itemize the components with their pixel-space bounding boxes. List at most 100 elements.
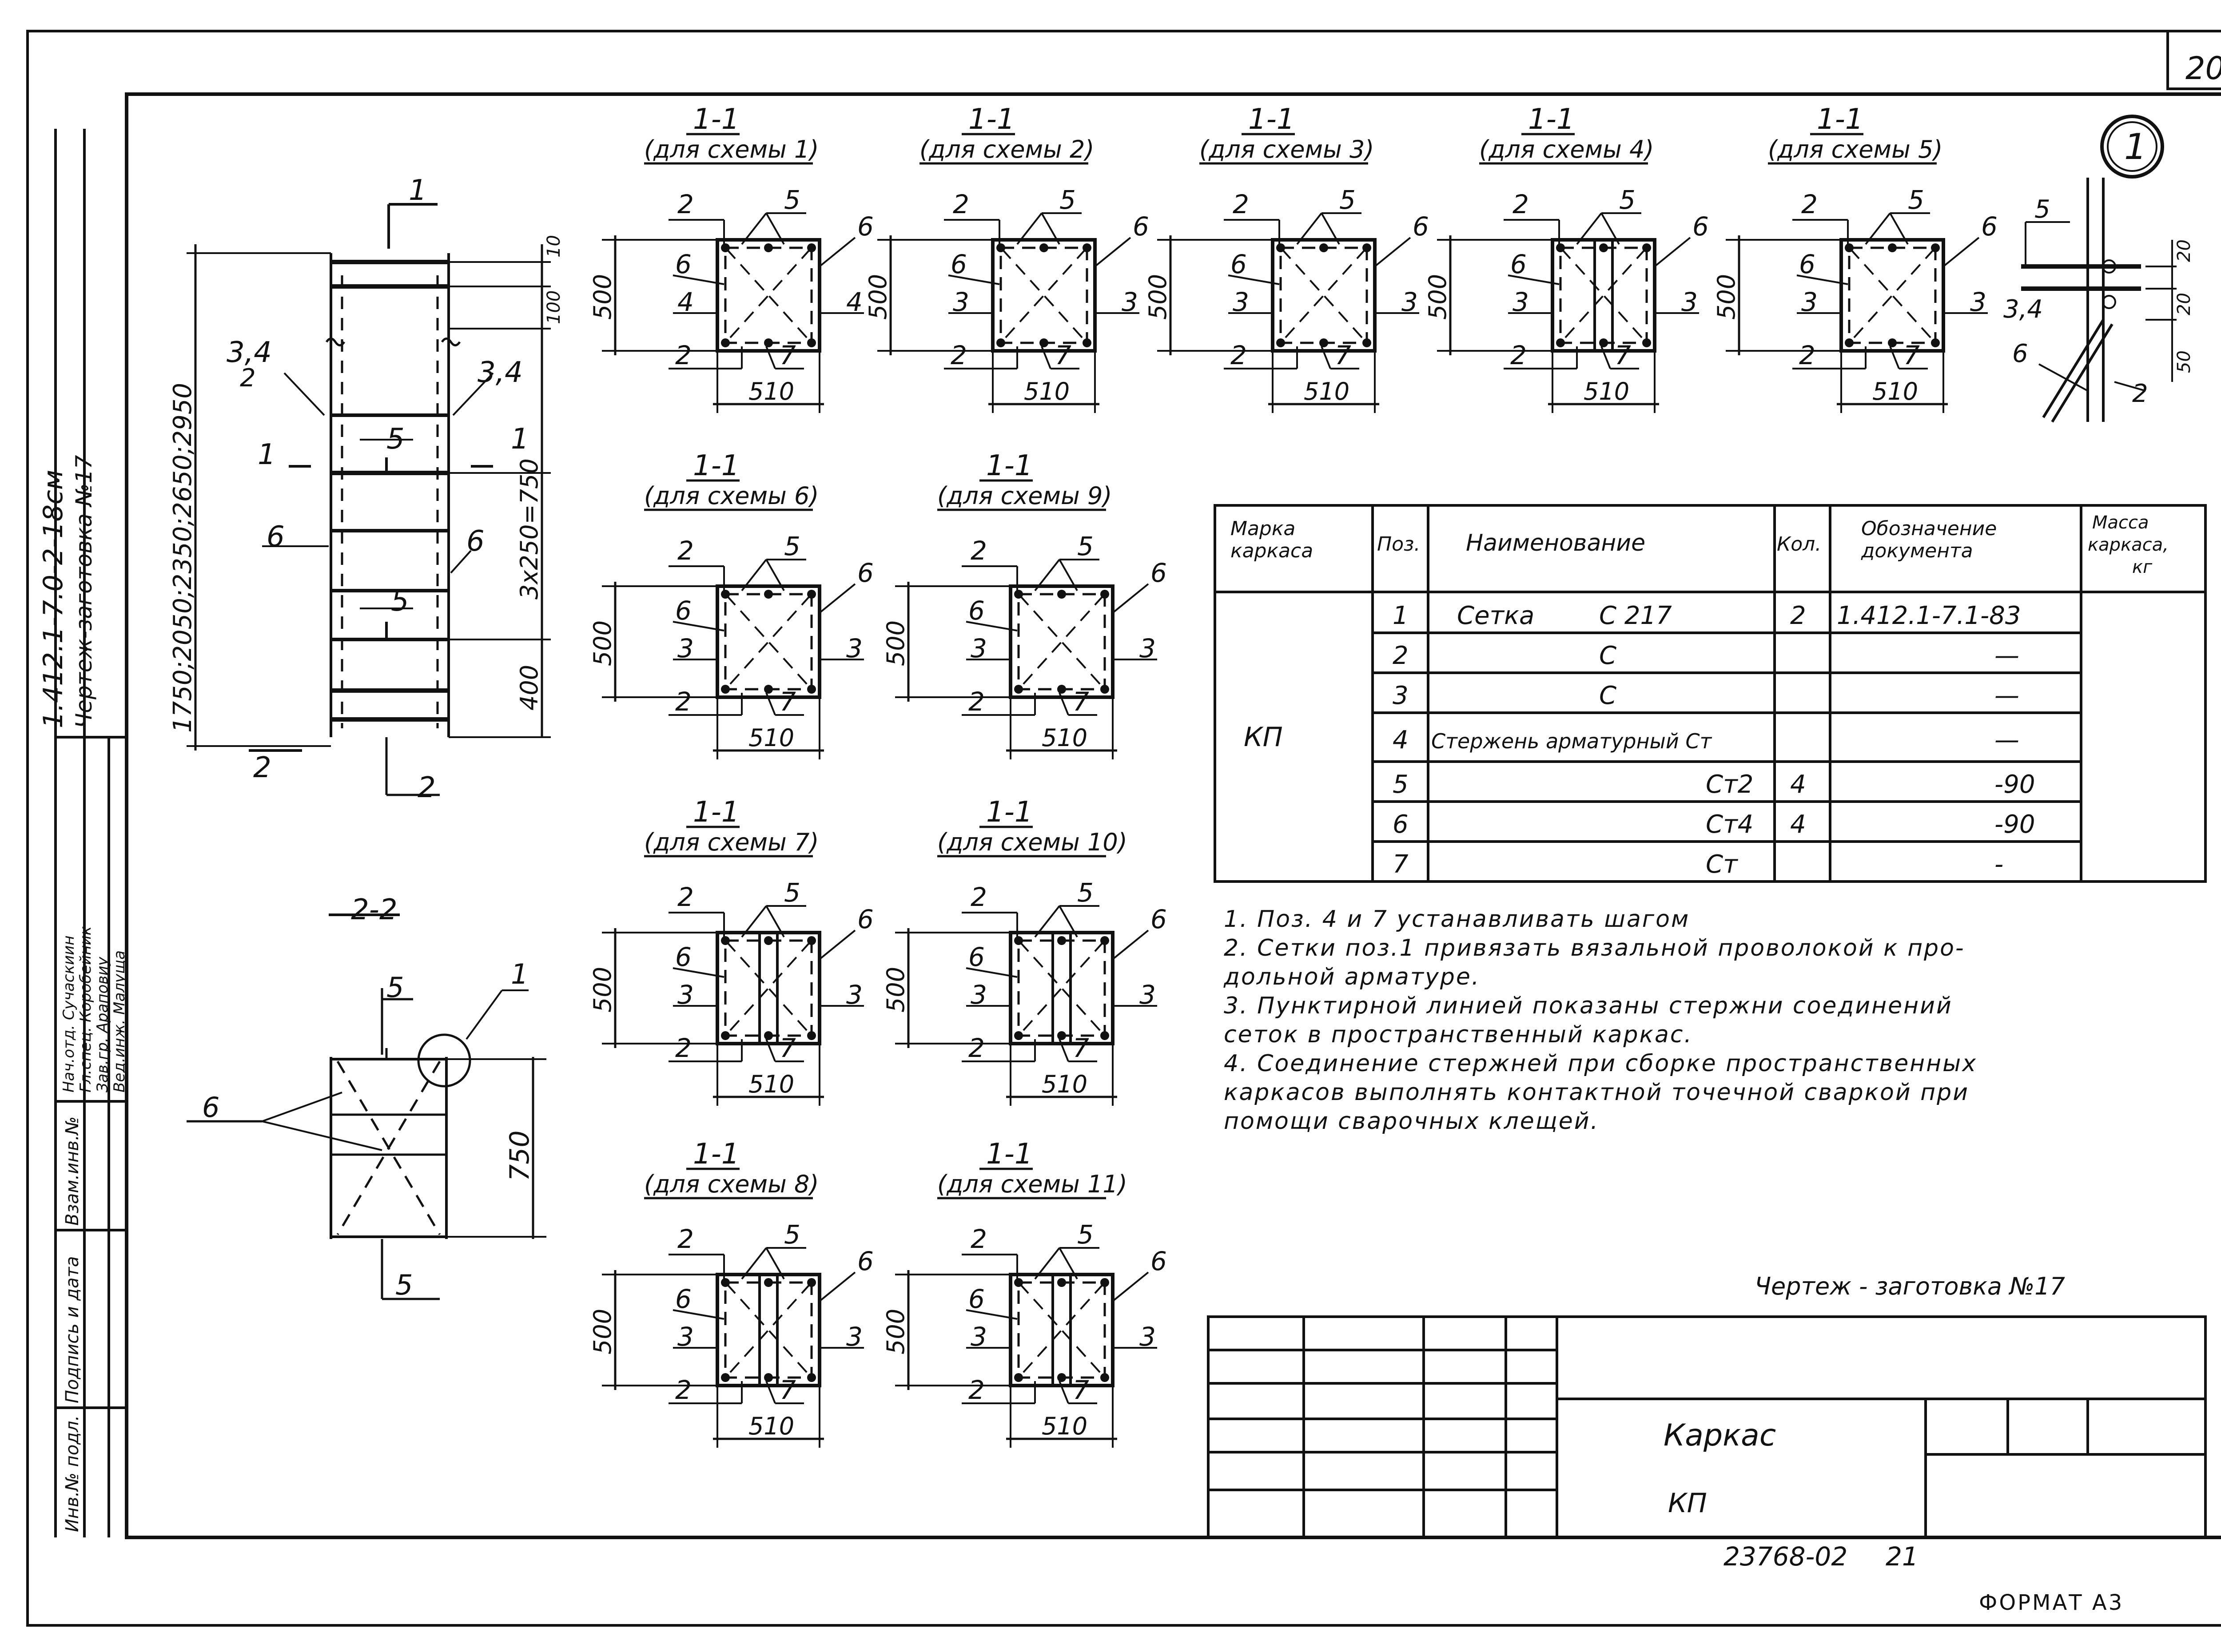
section-dim-width: 510 bbox=[1042, 1412, 1087, 1440]
section-label-right-mid: 3 bbox=[1139, 1322, 1156, 1352]
detail-marker-label: 1 bbox=[2124, 126, 2147, 167]
section-dim-width: 510 bbox=[1872, 377, 1918, 405]
section-dim-height: 500 bbox=[1712, 274, 1740, 320]
section-label-6-right: 6 bbox=[857, 558, 874, 588]
title-mark: КП bbox=[1668, 1488, 1707, 1519]
stamp-row: Гл.спец. Коробейник bbox=[77, 926, 95, 1092]
section-leader bbox=[1321, 346, 1331, 369]
section-label-5: 5 bbox=[1908, 185, 1924, 215]
stamp-inv-label: Подпись и дата bbox=[62, 1256, 83, 1403]
section-rebar-dot bbox=[721, 1278, 730, 1287]
section-label-2-top: 2 bbox=[1801, 189, 1818, 219]
section-leader bbox=[1889, 346, 1900, 369]
detail-label-2: 2 bbox=[2132, 379, 2148, 408]
section-leader bbox=[1112, 583, 1149, 614]
section-title: 1-1 bbox=[1528, 103, 1575, 136]
section-leader bbox=[765, 213, 785, 245]
section-leader bbox=[1059, 559, 1078, 591]
section-rebar-dot bbox=[1888, 243, 1897, 252]
section-label-5: 5 bbox=[784, 531, 800, 561]
section-label-2-bottom: 2 bbox=[968, 687, 985, 717]
section-title: 1-1 bbox=[1248, 103, 1295, 136]
section-leader bbox=[948, 274, 1000, 285]
spec-row-doc: -90 bbox=[1994, 770, 2035, 799]
section-label-2-bottom: 2 bbox=[968, 1375, 985, 1405]
section-leader bbox=[765, 692, 776, 715]
section-title: 1-1 bbox=[968, 103, 1015, 136]
drawing-code-side: 1.412.1-7.0-2-18см bbox=[38, 469, 69, 728]
section-label-7: 7 bbox=[1073, 687, 1089, 717]
stamp-row: Вед.инж. Малуща bbox=[111, 950, 128, 1092]
section-rebar-dot bbox=[1362, 243, 1371, 252]
section-rebar-dot bbox=[996, 338, 1005, 347]
elev-dim-top2: 100 bbox=[544, 290, 564, 324]
detail-dim-2: 20 bbox=[2174, 293, 2194, 315]
section-title: 1-1 bbox=[986, 449, 1033, 482]
section-label-right-mid: 3 bbox=[1401, 287, 1418, 317]
spec-row-pos: 2 bbox=[1393, 641, 1409, 670]
section-leader bbox=[1865, 212, 1891, 245]
section-subtitle: (для схемы 3) bbox=[1199, 135, 1374, 163]
section-rebar-dot bbox=[807, 936, 816, 945]
section-leader bbox=[765, 905, 785, 937]
spec-row-pos: 4 bbox=[1393, 726, 1409, 755]
section-label-6-right: 6 bbox=[1981, 211, 1998, 242]
spec-row-doc: - bbox=[1994, 850, 2003, 879]
section-rebar-dot bbox=[721, 1373, 730, 1382]
spec-header-doc-2: документа bbox=[1861, 540, 1973, 562]
spec-row-qty: 4 bbox=[1790, 810, 1806, 839]
section-2-2 bbox=[187, 913, 546, 1300]
detail-marker bbox=[2100, 115, 2164, 179]
section-label-5: 5 bbox=[1077, 1219, 1094, 1250]
section-rebar-dot bbox=[1100, 590, 1109, 599]
section-leader bbox=[673, 967, 724, 978]
section-rebar-dot bbox=[1014, 1278, 1023, 1287]
spec-header-mass-2: каркаса, bbox=[2088, 535, 2169, 555]
section-label-5: 5 bbox=[784, 1219, 800, 1250]
section-rebar-dot bbox=[721, 936, 730, 945]
section-leader bbox=[1321, 213, 1340, 245]
spec-row-doc: — bbox=[1994, 726, 2019, 755]
section-label-6-right: 6 bbox=[1150, 1246, 1167, 1276]
section-label-left-mid: 3 bbox=[677, 633, 694, 663]
spec-row-doc: 1.412.1-7.1-83 bbox=[1837, 601, 2021, 630]
section-label-6-left: 6 bbox=[968, 596, 985, 626]
section-leader bbox=[741, 905, 767, 938]
section-label-5: 5 bbox=[784, 878, 800, 908]
section22-label-5b: 5 bbox=[395, 1269, 413, 1301]
spec-row-qty: 2 bbox=[1790, 601, 1806, 630]
section-leader bbox=[1942, 237, 1980, 267]
section-dim-height: 500 bbox=[864, 274, 892, 320]
section-label-2-bottom: 2 bbox=[675, 340, 692, 370]
spec-header-mass-3: кг bbox=[2132, 557, 2153, 577]
section-label-left-mid: 3 bbox=[953, 287, 969, 317]
section-dim-width: 510 bbox=[1584, 377, 1629, 405]
section-label-6-left: 6 bbox=[968, 942, 985, 972]
section-rebar-dot bbox=[721, 243, 730, 252]
section-label-left-mid: 3 bbox=[677, 980, 694, 1010]
blank-label: Чертеж - заготовка №17 bbox=[1755, 1272, 2065, 1300]
section-subtitle: (для схемы 7) bbox=[644, 828, 819, 856]
section-rebar-dot bbox=[1014, 936, 1023, 945]
section-label-right-mid: 3 bbox=[846, 633, 863, 663]
elev-label-6a: 6 bbox=[267, 520, 285, 553]
section-rebar-dot bbox=[1100, 1278, 1109, 1287]
spec-row-name2: С 217 bbox=[1599, 601, 1672, 630]
spec-row-name2: Ст2 bbox=[1706, 770, 1753, 799]
section-rebar-dot bbox=[1276, 338, 1285, 347]
section-label-7: 7 bbox=[780, 687, 796, 717]
section22-dim: 750 bbox=[504, 1130, 535, 1181]
section-label-2-top: 2 bbox=[971, 536, 987, 566]
section-leader bbox=[1034, 905, 1060, 938]
stamp-row: Нач.отд. Сучаскиин bbox=[60, 935, 78, 1092]
section-subtitle: (для схемы 8) bbox=[644, 1170, 819, 1198]
note-line: 2. Сетки поз.1 привязать вязальной прово… bbox=[1224, 935, 1965, 961]
section-label-6-right: 6 bbox=[1150, 904, 1167, 934]
